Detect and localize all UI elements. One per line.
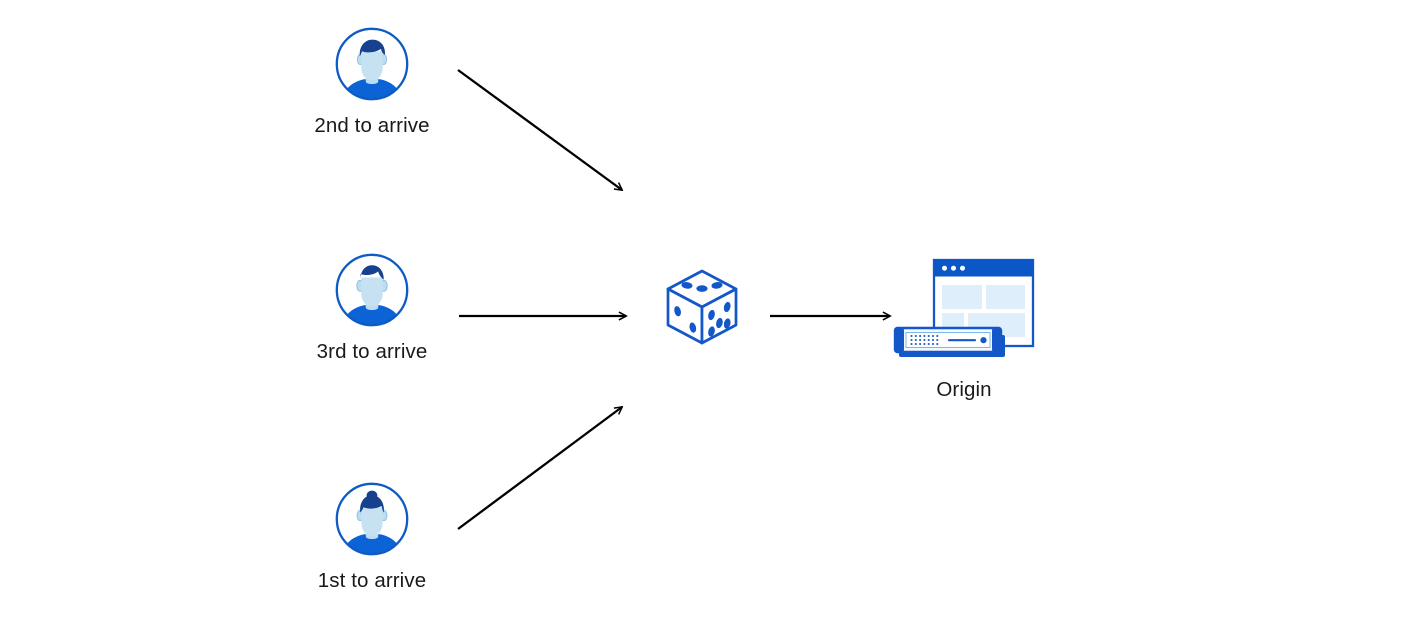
node-label-client-1st: 1st to arrive — [317, 569, 427, 592]
node-client-3rd[interactable]: 3rd to arrive — [317, 252, 427, 363]
user-avatar-icon-3rd — [334, 252, 410, 328]
origin-server-icon — [893, 256, 1038, 366]
server-device-icon — [893, 326, 1005, 357]
node-label-origin: Origin — [936, 378, 992, 401]
node-origin[interactable]: Origin — [893, 256, 1038, 401]
user-avatar-icon-2nd — [334, 26, 410, 102]
node-dice[interactable] — [662, 267, 742, 347]
arrow-from-1st-client-to-dice — [457, 407, 622, 530]
node-label-client-3rd: 3rd to arrive — [316, 340, 428, 363]
node-label-client-2nd: 2nd to arrive — [314, 114, 430, 137]
arrow-from-2nd-client-to-dice — [457, 69, 622, 190]
dice-icon — [662, 267, 742, 347]
user-avatar-icon-1st — [334, 481, 410, 557]
node-client-2nd[interactable]: 2nd to arrive — [314, 26, 430, 137]
node-client-1st[interactable]: 1st to arrive — [318, 481, 426, 592]
